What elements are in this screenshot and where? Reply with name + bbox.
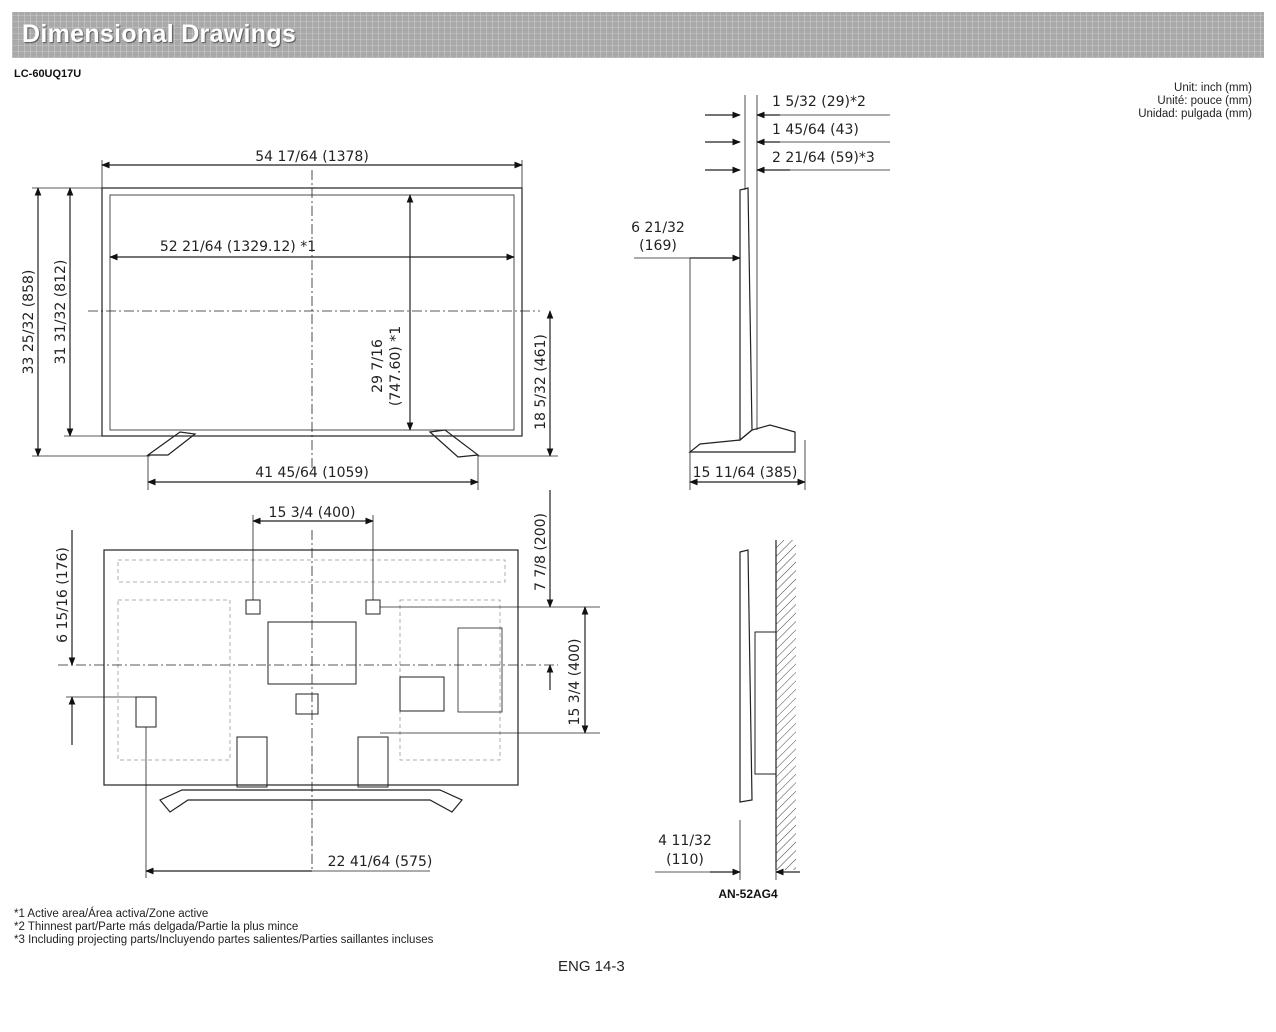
footnotes: *1 Active area/Área activa/Zone active *… — [14, 908, 433, 947]
left-stand-foot — [146, 431, 197, 456]
label-active-height-2: (747.60) *1 — [388, 326, 404, 406]
right-stand-foot — [428, 429, 480, 458]
unit-es: Unidad: pulgada (mm) — [1138, 108, 1252, 120]
tv-side-profile — [739, 187, 753, 442]
label-depth-body: 1 45/64 (43) — [772, 122, 859, 138]
tv-wall-profile — [739, 549, 753, 803]
wall-hatch — [776, 540, 796, 870]
rear-side-port — [135, 696, 157, 728]
label-height-body: 31 31/32 (812) — [53, 260, 69, 365]
footnote-2: *2 Thinnest part/Parte más delgada/Parti… — [14, 921, 299, 933]
unit-fr: Unité: pouce (mm) — [1157, 95, 1252, 107]
unit-en: Unit: inch (mm) — [1174, 82, 1252, 94]
label-wall-gap-2: (110) — [666, 852, 704, 868]
unit-legend: Unit: inch (mm) Unité: pouce (mm) Unidad… — [1138, 82, 1252, 121]
label-thin-part: 1 5/32 (29)*2 — [772, 94, 866, 110]
label-left-offset: 6 15/16 (176) — [55, 547, 71, 643]
page-title: Dimensional Drawings — [22, 20, 297, 48]
label-depth-projecting: 2 21/64 (59)*3 — [772, 150, 875, 166]
rear-vesa-right — [365, 599, 381, 615]
label-wall-gap-1: 4 11/32 — [658, 833, 712, 849]
label-stand-depth: 15 11/64 (385) — [693, 465, 798, 481]
label-height-overall: 33 25/32 (858) — [21, 270, 37, 375]
rear-vesa-left — [245, 599, 261, 615]
label-vesa-horizontal: 15 3/4 (400) — [269, 505, 356, 521]
label-vesa-top-offset: 7 7/8 (200) — [533, 513, 549, 591]
rear-stand-neck-left — [236, 736, 268, 788]
side-view — [634, 95, 890, 490]
label-vesa-vertical: 15 3/4 (400) — [567, 639, 583, 726]
label-active-width: 52 21/64 (1329.12) *1 — [160, 239, 316, 255]
label-stand-width: 41 45/64 (1059) — [255, 465, 369, 481]
side-stand — [688, 424, 796, 453]
footnote-3: *3 Including projecting parts/Incluyendo… — [14, 934, 434, 946]
label-active-height-1: 29 7/16 — [370, 339, 386, 393]
header-bar — [12, 12, 1264, 58]
rear-stand-base — [159, 789, 463, 813]
rear-view — [58, 490, 600, 878]
rear-stand-neck-right — [357, 736, 389, 788]
label-stand-offset: 18 5/32 (461) — [533, 334, 549, 430]
front-view — [32, 160, 558, 490]
tv-rear-body — [103, 549, 519, 786]
label-width-overall: 54 17/64 (1378) — [255, 149, 369, 165]
label-depth-mid-2: (169) — [639, 238, 677, 254]
wall-bracket — [754, 631, 777, 775]
rear-terminal-box — [399, 676, 445, 712]
model-number: LC-60UQ17U — [14, 68, 82, 80]
label-bottom-offset: 22 41/64 (575) — [328, 854, 433, 870]
label-depth-mid-1: 6 21/32 — [631, 220, 685, 236]
page-number: ENG 14-3 — [558, 958, 625, 975]
label-bracket-model: AN-52AG4 — [718, 887, 778, 901]
wall-mount-view — [655, 540, 800, 880]
rear-panel-small — [295, 693, 319, 715]
footnote-1: *1 Active area/Área activa/Zone active — [14, 908, 209, 920]
